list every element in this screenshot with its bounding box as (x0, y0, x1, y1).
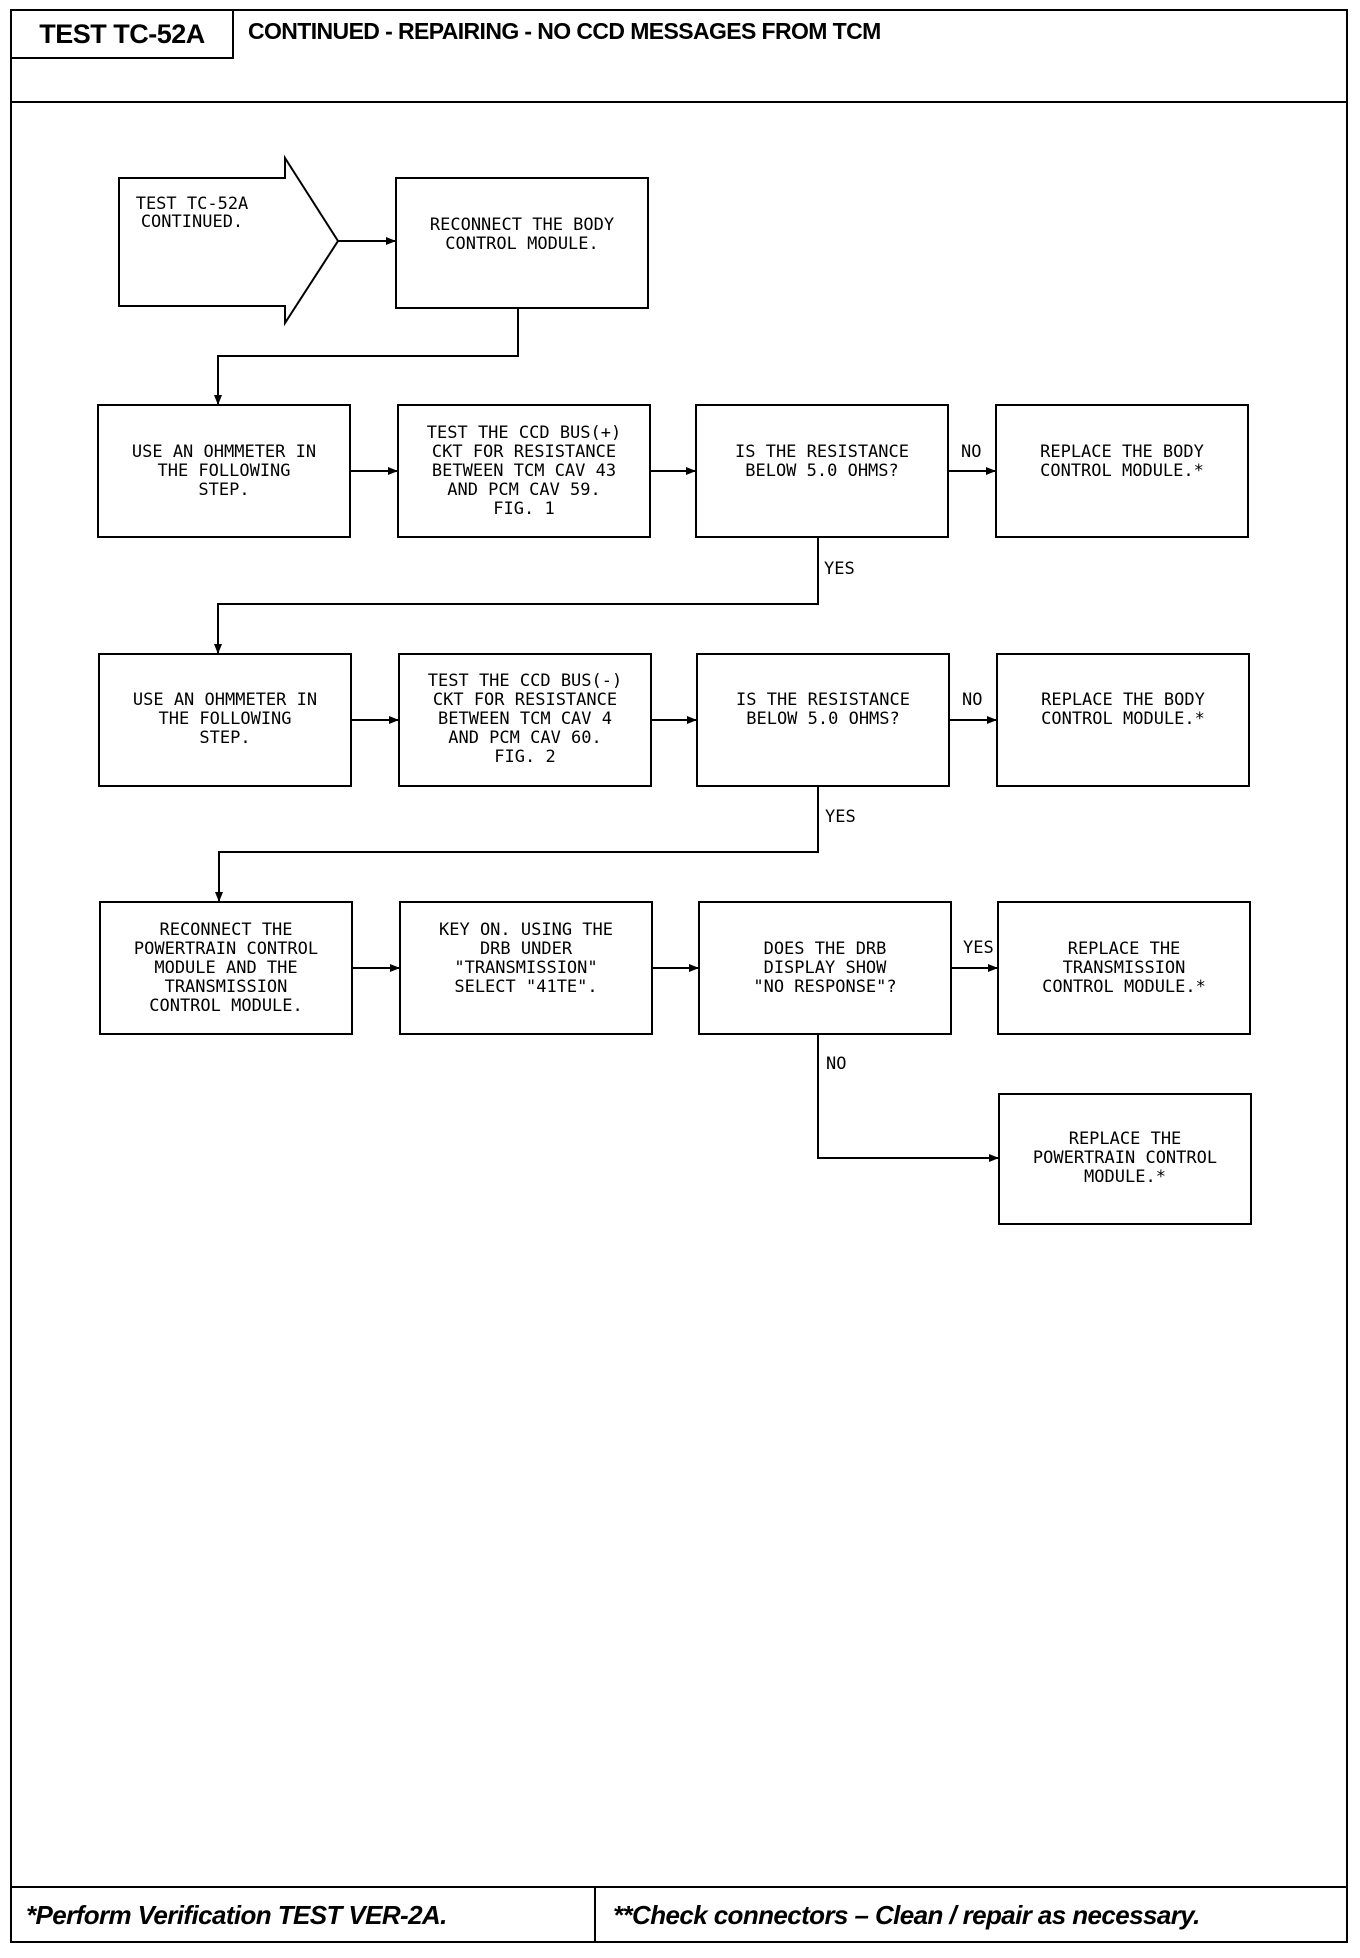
label-no-3: NO (826, 1054, 846, 1074)
connector-question-2-yes (215, 786, 819, 902)
step-text-replace-pcm: REPLACE THE POWERTRAIN CONTROL MODULE.* (1033, 1129, 1217, 1187)
label-yes-1: YES (824, 559, 855, 579)
step-text-line: CONTROL MODULE.* (1040, 461, 1204, 481)
step-text-line: REPLACE THE (1069, 1129, 1182, 1149)
decision-box-2 (696, 653, 950, 787)
footer-divider (594, 1886, 596, 1943)
step-text-line: IS THE RESISTANCE (735, 442, 909, 462)
step-text-line: USE AN OHMMETER IN (132, 442, 316, 462)
step-text-line: DOES THE DRB (764, 939, 887, 959)
step-text-test-bus-plus: TEST THE CCD BUS(+) CKT FOR RESISTANCE B… (427, 423, 621, 519)
step-text-key-on: KEY ON. USING THE DRB UNDER "TRANSMISSIO… (439, 920, 613, 997)
step-box-replace-bcm-2 (996, 653, 1250, 787)
step-text-line: CKT FOR RESISTANCE (432, 442, 616, 462)
page-title: CONTINUED - REPAIRING - NO CCD MESSAGES … (248, 18, 881, 44)
step-text-line: MODULE AND THE (154, 958, 297, 978)
step-text-line: REPLACE THE BODY (1040, 442, 1204, 462)
step-text-line: AND PCM CAV 59. (447, 480, 601, 500)
step-text-line: STEP. (199, 728, 250, 748)
step-text-line: CONTROL MODULE.* (1041, 709, 1205, 729)
start-arrow-text: TEST TC-52A CONTINUED. (136, 194, 249, 232)
step-text-line: POWERTRAIN CONTROL (134, 939, 318, 959)
start-arrow-shape (118, 154, 340, 327)
header-bar (10, 9, 1348, 103)
step-text-line: BETWEEN TCM CAV 4 (438, 709, 612, 729)
decision-box-1 (695, 404, 949, 538)
decision-box-3 (698, 901, 952, 1035)
step-text-ohmmeter-1: USE AN OHMMETER IN THE FOLLOWING STEP. (132, 442, 316, 500)
step-box-replace-bcm-1 (995, 404, 1249, 538)
step-text-line: DRB UNDER (480, 939, 573, 959)
label-yes-3: YES (963, 938, 994, 958)
step-text-line: FIG. 2 (494, 747, 555, 767)
step-box-reconnect-pcm-tcm (99, 901, 353, 1035)
decision-text-1: IS THE RESISTANCE BELOW 5.0 OHMS? (735, 442, 909, 481)
step-text-line: RECONNECT THE BODY (430, 215, 614, 235)
footer-verification-note: *Perform Verification TEST VER-2A. (26, 1900, 447, 1930)
step-text-line: "TRANSMISSION" (454, 958, 597, 978)
step-text-line: TRANSMISSION (1063, 958, 1186, 978)
step-text-replace-tcm: REPLACE THE TRANSMISSION CONTROL MODULE.… (1042, 939, 1206, 997)
step-text-line: USE AN OHMMETER IN (133, 690, 317, 710)
step-text-line: TEST THE CCD BUS(+) (427, 423, 621, 443)
connector-question-3-no (817, 1034, 999, 1162)
step-text-line: CONTROL MODULE. (445, 234, 599, 254)
step-text-replace-bcm-2: REPLACE THE BODY CONTROL MODULE.* (1041, 690, 1205, 729)
label-no-2: NO (962, 690, 982, 710)
step-text-line: IS THE RESISTANCE (736, 690, 910, 710)
step-box-test-bus-plus (397, 404, 651, 538)
step-text-line: POWERTRAIN CONTROL (1033, 1148, 1217, 1168)
step-text-line: BELOW 5.0 OHMS? (746, 709, 900, 729)
step-text-line: MODULE.* (1084, 1167, 1166, 1187)
label-no-1: NO (961, 442, 981, 462)
step-text-ohmmeter-2: USE AN OHMMETER IN THE FOLLOWING STEP. (133, 690, 317, 748)
step-text-line: KEY ON. USING THE (439, 920, 613, 940)
step-text-line: RECONNECT THE (159, 920, 292, 940)
decision-text-3: DOES THE DRB DISPLAY SHOW "NO RESPONSE"? (753, 939, 896, 997)
step-text-line: SELECT "41TE". (454, 977, 597, 997)
step-text-line: STEP. (198, 480, 249, 500)
step-text-line: CONTROL MODULE.* (1042, 977, 1206, 997)
step-text-line: TRANSMISSION (165, 977, 288, 997)
step-box-ohmmeter-2 (98, 653, 352, 787)
step-text-line: "NO RESPONSE"? (753, 977, 896, 997)
step-text-line: THE FOLLOWING (158, 709, 291, 729)
step-text-line: AND PCM CAV 60. (448, 728, 602, 748)
step-text-replace-bcm-1: REPLACE THE BODY CONTROL MODULE.* (1040, 442, 1204, 481)
step-text-line: TEST THE CCD BUS(-) (428, 671, 622, 691)
step-text-line: FIG. 1 (493, 499, 554, 519)
step-text-line: CONTROL MODULE. (149, 996, 303, 1016)
step-text-line: DISPLAY SHOW (764, 958, 888, 978)
step-box-ohmmeter-1 (97, 404, 351, 538)
step-text-line: BETWEEN TCM CAV 43 (432, 461, 616, 481)
step-box-reconnect-bcm (395, 177, 649, 309)
step-text-reconnect-pcm-tcm: RECONNECT THE POWERTRAIN CONTROL MODULE … (134, 920, 318, 1016)
step-text-line: BELOW 5.0 OHMS? (745, 461, 899, 481)
step-box-replace-pcm (998, 1093, 1252, 1225)
test-id: TEST TC-52A (12, 11, 234, 59)
connector-reconnect-to-ohmmeter-1 (214, 308, 519, 405)
footer-connector-note: **Check connectors – Clean / repair as n… (613, 1900, 1200, 1930)
step-text-line: REPLACE THE BODY (1041, 690, 1205, 710)
start-label-line-2: CONTINUED. (141, 212, 243, 232)
step-text-line: CKT FOR RESISTANCE (433, 690, 617, 710)
label-yes-2: YES (825, 807, 856, 827)
step-text-test-bus-minus: TEST THE CCD BUS(-) CKT FOR RESISTANCE B… (428, 671, 622, 767)
start-label-line-1: TEST TC-52A (136, 194, 249, 214)
step-text-line: THE FOLLOWING (157, 461, 290, 481)
step-text-line: REPLACE THE (1068, 939, 1181, 959)
connectors (214, 237, 999, 1162)
connector-question-1-yes (214, 537, 819, 654)
step-box-replace-tcm (997, 901, 1251, 1035)
step-text-reconnect-bcm: RECONNECT THE BODY CONTROL MODULE. (430, 215, 614, 254)
footer-bar (10, 1886, 1348, 1943)
decision-text-2: IS THE RESISTANCE BELOW 5.0 OHMS? (736, 690, 910, 729)
